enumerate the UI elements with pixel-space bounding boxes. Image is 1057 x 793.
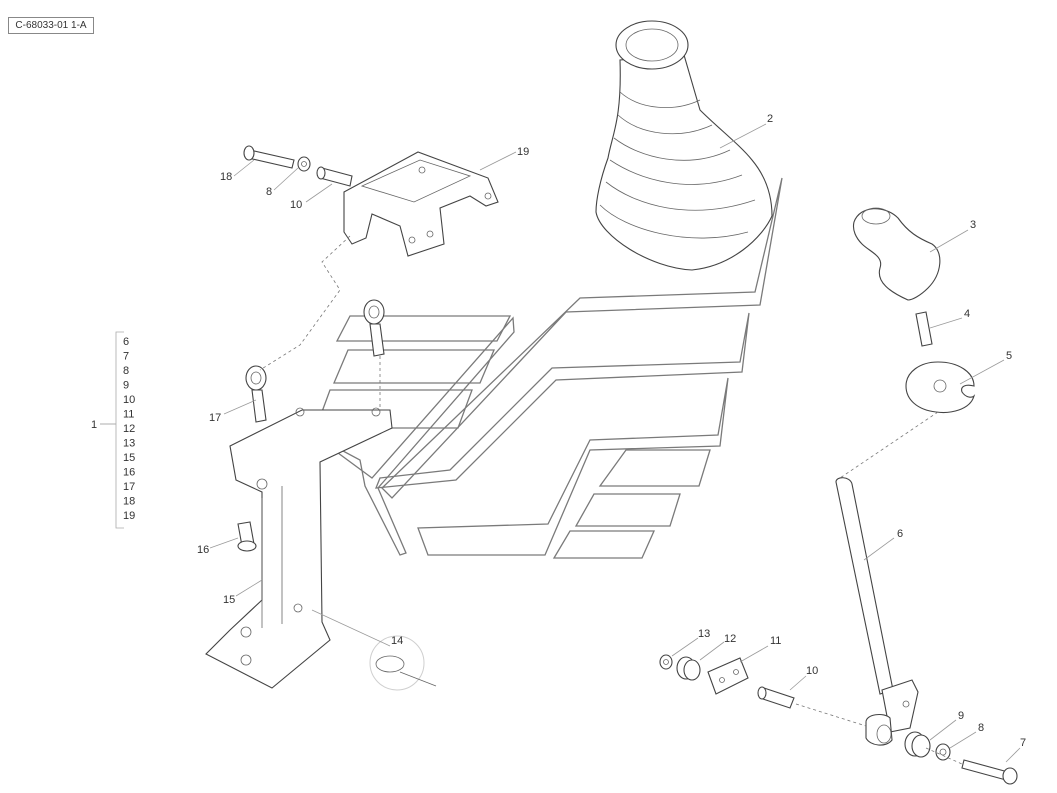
- bolt-part-18: [243, 145, 295, 169]
- kit-item: 9: [123, 380, 129, 392]
- callout-4: 4: [964, 308, 970, 320]
- kit-item: 8: [123, 365, 129, 377]
- bolt-part-16: [237, 521, 257, 552]
- kit-label: 1: [91, 419, 97, 431]
- reference-code: C-68033-01 1-A: [8, 17, 94, 34]
- leader-lines: [100, 123, 1021, 763]
- callout-12: 12: [724, 633, 736, 645]
- callout-labels: 2 3 4 5 6 7 8 9 10 11 12 13 14 15 16 17 …: [91, 113, 1026, 749]
- callout-10-upper: 10: [290, 199, 302, 211]
- nut-part-8-upper: [297, 156, 311, 172]
- callout-18: 18: [220, 171, 232, 183]
- bolt-part-7: [961, 759, 1018, 785]
- kit-item: 13: [123, 438, 135, 450]
- callout-15: 15: [223, 594, 235, 606]
- kit-item: 16: [123, 467, 135, 479]
- kit-item: 10: [123, 394, 135, 406]
- callout-7: 7: [1020, 737, 1026, 749]
- kit-item: 17: [123, 481, 135, 493]
- callout-16: 16: [197, 544, 209, 556]
- bushing-part-9: [904, 731, 931, 758]
- bracket-part-19: [343, 151, 499, 257]
- kit-item: 6: [123, 336, 129, 348]
- lever-part-6: [835, 477, 919, 746]
- callout-14: 14: [391, 635, 403, 647]
- kit-bracket: [115, 331, 124, 529]
- boot-part-2: [595, 20, 773, 271]
- callout-6: 6: [897, 528, 903, 540]
- callout-9: 9: [958, 710, 964, 722]
- bracket-part-15: [205, 407, 393, 689]
- nut-part-13: [659, 654, 673, 670]
- kit-item: 18: [123, 496, 135, 508]
- kit-item: 11: [123, 409, 134, 421]
- kit-item: 19: [123, 510, 135, 522]
- alignment-lines: [259, 235, 963, 765]
- kit-item: 15: [123, 452, 135, 464]
- callout-11: 11: [770, 635, 781, 647]
- cable-tie-part-14: [369, 635, 437, 691]
- callout-8-upper: 8: [266, 186, 272, 198]
- sleeve-part-10-lower: [757, 686, 795, 709]
- callout-17: 17: [209, 412, 221, 424]
- disc-part-5: [905, 361, 976, 414]
- eye-bolt-part-17: [245, 299, 385, 423]
- bushing-part-12: [676, 656, 701, 681]
- callout-2: 2: [767, 113, 773, 125]
- nut-part-8-lower: [935, 743, 951, 761]
- sleeve-part-10-upper: [316, 166, 353, 187]
- kit-item: 12: [123, 423, 135, 435]
- kit-item-list: 6 7 8 9 10 11 12 13 15 16 17 18 19: [123, 336, 135, 522]
- callout-8-lower: 8: [978, 722, 984, 734]
- callout-13: 13: [698, 628, 710, 640]
- pin-part-4: [915, 311, 933, 347]
- kit-item: 7: [123, 351, 129, 363]
- callout-3: 3: [970, 219, 976, 231]
- callout-19: 19: [517, 146, 529, 158]
- callout-5: 5: [1006, 350, 1012, 362]
- plate-part-11: [707, 657, 749, 695]
- callout-10-lower: 10: [806, 665, 818, 677]
- knob-part-3: [852, 207, 941, 301]
